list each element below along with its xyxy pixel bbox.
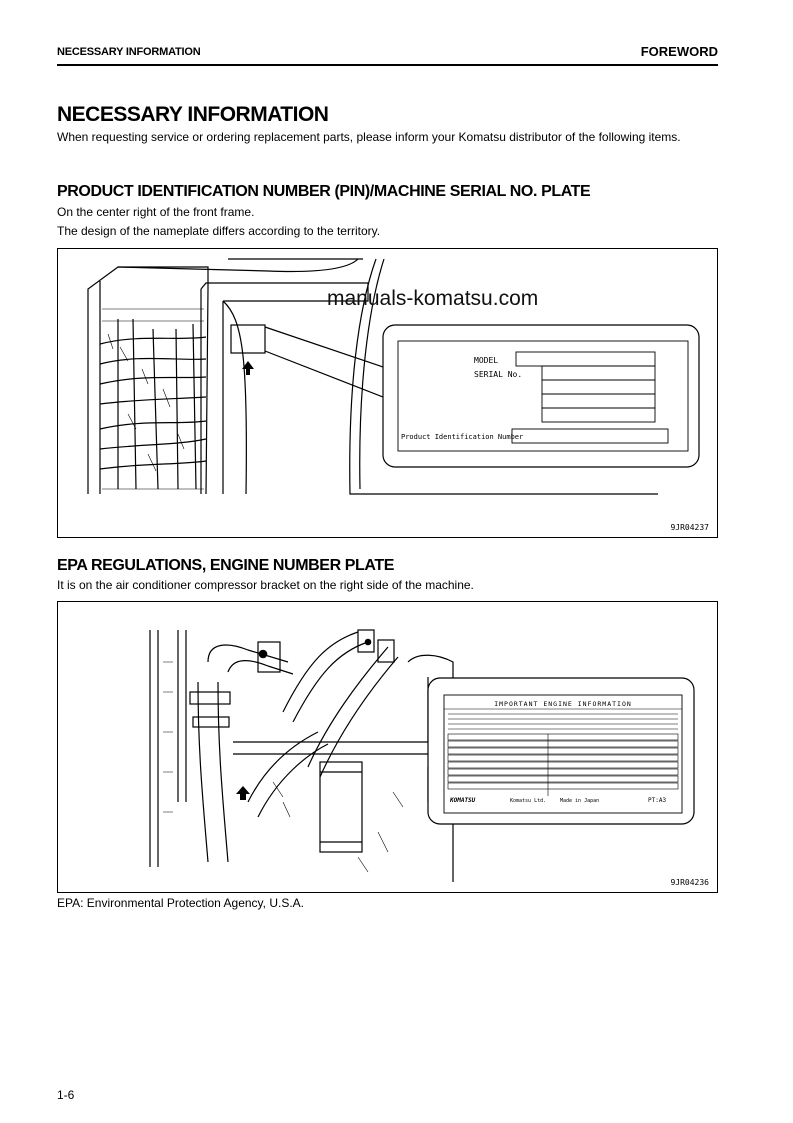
pin-heading: PRODUCT IDENTIFICATION NUMBER (PIN)/MACH… (57, 183, 591, 200)
epa-plate-code: PT:A3 (648, 797, 666, 804)
epa-plate-maker: Komatsu Ltd. (510, 798, 546, 804)
page-number: 1-6 (57, 1088, 75, 1102)
plate-pin-label: Product Identification Number (401, 433, 523, 441)
watermark-text: manuals-komatsu.com (327, 287, 539, 310)
epa-location-text: It is on the air conditioner compressor … (57, 578, 474, 592)
pin-design-text: The design of the nameplate differs acco… (57, 224, 381, 238)
plate-model-label: MODEL (474, 356, 498, 365)
epa-location-arrow (236, 786, 250, 800)
plate-serial-label: SERIAL No. (474, 370, 522, 379)
epa-footnote: EPA: Environmental Protection Agency, U.… (57, 896, 305, 910)
pin-figure-drawing: MODEL SERIAL No. Product Identification … (87, 258, 700, 495)
pin-figure: MODEL SERIAL No. Product Identification … (57, 248, 718, 538)
intro-paragraph: When requesting service or ordering repl… (57, 130, 681, 144)
epa-figure-code: 9JR04236 (670, 878, 709, 887)
epa-plate-brand: KOMATSU (449, 797, 476, 804)
page-header-right: FOREWORD (640, 44, 718, 59)
pin-figure-code: 9JR04237 (670, 523, 709, 532)
epa-figure: IMPORTANT ENGINE INFORMATION KOMATSU Kom… (57, 601, 718, 893)
pin-location-arrow (242, 361, 254, 375)
epa-figure-drawing: IMPORTANT ENGINE INFORMATION KOMATSU Kom… (149, 629, 695, 882)
page-title: NECESSARY INFORMATION (57, 103, 329, 126)
epa-plate-origin: Made in Japan (560, 798, 599, 804)
pin-location-text: On the center right of the front frame. (57, 205, 255, 219)
header-rule (57, 64, 718, 66)
page-header-left: NECESSARY INFORMATION (57, 46, 201, 58)
epa-plate-title: IMPORTANT ENGINE INFORMATION (494, 700, 632, 708)
epa-heading: EPA REGULATIONS, ENGINE NUMBER PLATE (57, 557, 395, 574)
